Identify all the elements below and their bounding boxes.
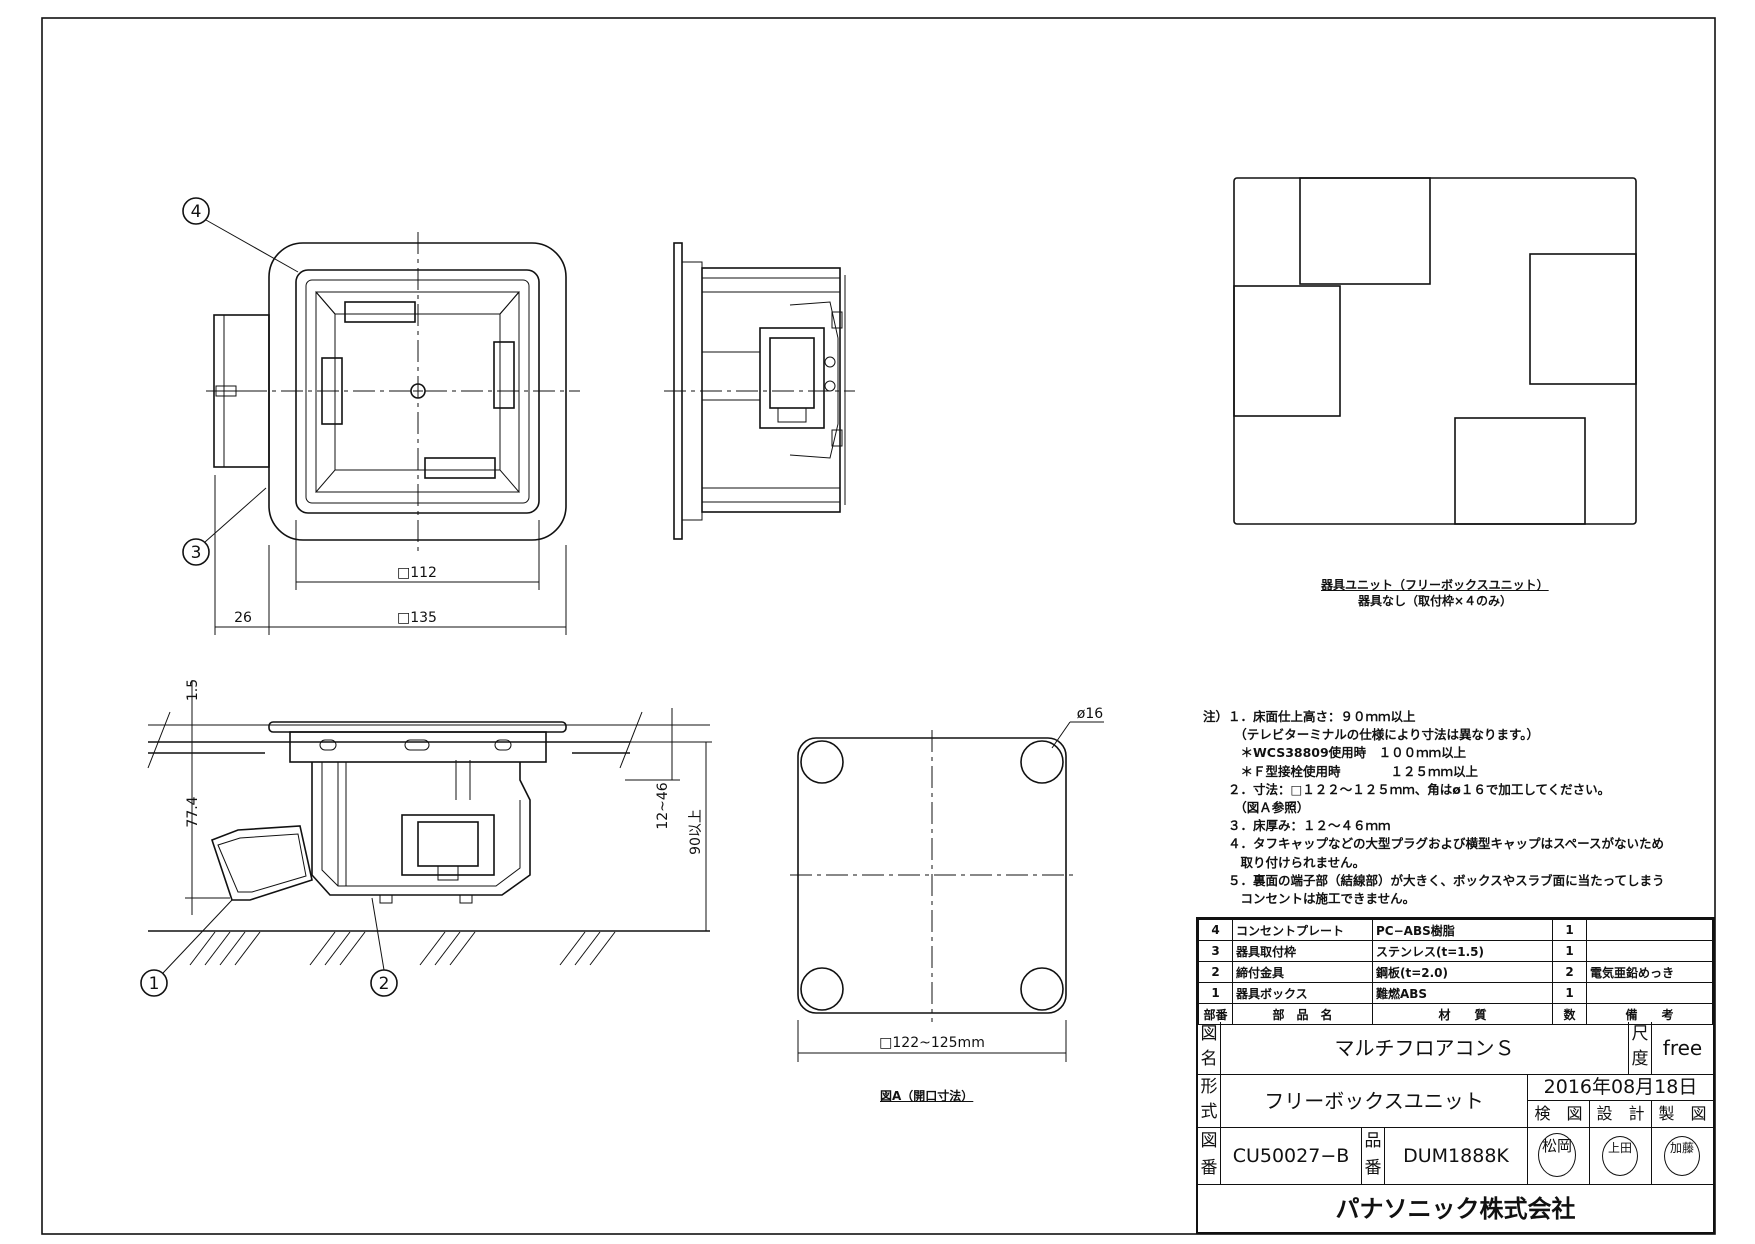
part-qty: 1: [1552, 982, 1587, 1004]
part-no: 2: [1198, 961, 1233, 983]
part-remark: [1586, 919, 1713, 941]
part-qty: 1: [1552, 940, 1587, 962]
part-qty: 2: [1552, 961, 1587, 983]
note-line: （図Ａ参照）: [1203, 800, 1310, 816]
part-remark: [1586, 940, 1713, 962]
header-material: 材 質: [1372, 1003, 1553, 1025]
opening-caption: 図A（開口寸法）: [880, 1089, 974, 1103]
dim-opening-size: □122~125mm: [879, 1035, 985, 1051]
part-qty: 1: [1552, 919, 1587, 941]
note-line: 取り付けられません。: [1203, 854, 1366, 870]
drawing-title: マルチフロアコンＳ: [1221, 1022, 1629, 1075]
part-material: ステンレス(t=1.5): [1372, 940, 1553, 962]
dim-depth-77-4: 77.4: [185, 796, 201, 827]
note-line: （テレビターミナルの仕様により寸法は異なります。）: [1203, 727, 1540, 743]
product-number: DUM1888K: [1385, 1128, 1528, 1185]
part-material: 難燃ABS: [1372, 982, 1553, 1004]
sheet-border: [41, 17, 1716, 1235]
header-no: 部番: [1198, 1003, 1233, 1025]
zumei-label-1: 図: [1200, 1024, 1218, 1044]
model-type: フリーボックスユニット: [1221, 1075, 1528, 1128]
hinban-label-2: 番: [1364, 1158, 1382, 1178]
part-material: PC−ABS樹脂: [1372, 919, 1553, 941]
drawing-number: CU50027−B: [1221, 1128, 1362, 1185]
dim-floor-12-46: 12~46: [655, 782, 671, 829]
top-view: □112 □135 26 4 3: [182, 197, 580, 635]
dim-outer-135: □135: [397, 610, 437, 626]
front-section-view: 1.5 77.4 12~46 90以上 1 2: [140, 679, 712, 997]
dim-corner-16: ø16: [1077, 706, 1103, 722]
hinban-label-1: 品: [1364, 1131, 1382, 1151]
part-name: コンセントプレート: [1232, 919, 1373, 941]
unit-caption-1: 器具ユニット（フリーボックスユニット）: [1321, 578, 1549, 592]
note-line: ４．タフキャップなどの大型プラグおよび横型キャップはスペースがないため: [1203, 836, 1665, 852]
part-remark: 電気亜鉛めっき: [1586, 961, 1713, 983]
table-header: 部番部 品 名材 質数備 考: [1198, 1003, 1713, 1025]
dim-plate-1-5: 1.5: [185, 679, 201, 701]
note-line: ＊WCS38809使用時 １００ｍｍ以上: [1203, 745, 1467, 761]
stamp-check: 松岡: [1538, 1133, 1576, 1177]
role-design: 設 計: [1590, 1101, 1652, 1128]
part-name: 器具ボックス: [1232, 982, 1373, 1004]
note-line: ５．裏面の端子部（結線部）が大きく、ボックスやスラブ面に当たってしまう: [1203, 872, 1665, 888]
balloon-2: 2: [379, 974, 390, 994]
opening-view: ø16 □122~125mm: [790, 706, 1104, 1062]
stamp-design: 上田: [1602, 1136, 1638, 1176]
dim-inner-112: □112: [397, 565, 437, 581]
note-line: 注）１．床面仕上高さ：９０ｍｍ以上: [1203, 709, 1416, 724]
note-line: ３．床厚み：１２～４６ｍｍ: [1203, 818, 1391, 834]
part-no: 4: [1198, 919, 1233, 941]
part-remark: [1586, 982, 1713, 1004]
balloon-4: 4: [191, 202, 202, 222]
role-check: 検 図: [1528, 1101, 1590, 1128]
drawing-date: 2016年08月18日: [1528, 1075, 1713, 1101]
zumei-label-2: 名: [1200, 1049, 1218, 1069]
note-line: コンセントは施工できません。: [1203, 891, 1416, 907]
zuban-label-2: 番: [1200, 1158, 1218, 1178]
dim-offset-26: 26: [234, 610, 252, 626]
scale-value: free: [1652, 1022, 1713, 1075]
notes-block: 注）１．床面仕上高さ：９０ｍｍ以上 （テレビターミナルの仕様により寸法は異なりま…: [1203, 708, 1723, 908]
note-line: ２．寸法：□１２２～１２５ｍｍ、角はø１６で加工してください。: [1203, 781, 1611, 797]
part-no: 1: [1198, 982, 1233, 1004]
header-remark: 備 考: [1586, 1003, 1713, 1025]
scale-label-1: 尺: [1631, 1024, 1649, 1044]
part-name: 器具取付枠: [1232, 940, 1373, 962]
zuban-label-1: 図: [1200, 1131, 1218, 1151]
part-no: 3: [1198, 940, 1233, 962]
side-view: [664, 242, 855, 540]
part-name: 締付金具: [1232, 961, 1373, 983]
stamp-make: 加藤: [1664, 1136, 1700, 1176]
scale-label-2: 度: [1631, 1049, 1649, 1069]
balloon-1: 1: [149, 974, 160, 994]
balloon-3: 3: [191, 543, 202, 563]
dim-height-90: 90以上: [688, 809, 704, 855]
keishiki-label-2: 式: [1200, 1102, 1218, 1122]
company-name: パナソニック株式会社: [1335, 1195, 1576, 1223]
note-line: ＊Ｆ型接栓使用時 １２５ｍｍ以上: [1203, 763, 1479, 779]
role-make: 製 図: [1652, 1101, 1713, 1128]
unit-layout-view: [1233, 177, 1637, 525]
part-material: 鋼板(t=2.0): [1372, 961, 1553, 983]
unit-caption-2: 器具なし（取付枠×４のみ）: [1358, 594, 1513, 608]
keishiki-label-1: 形: [1200, 1077, 1218, 1097]
